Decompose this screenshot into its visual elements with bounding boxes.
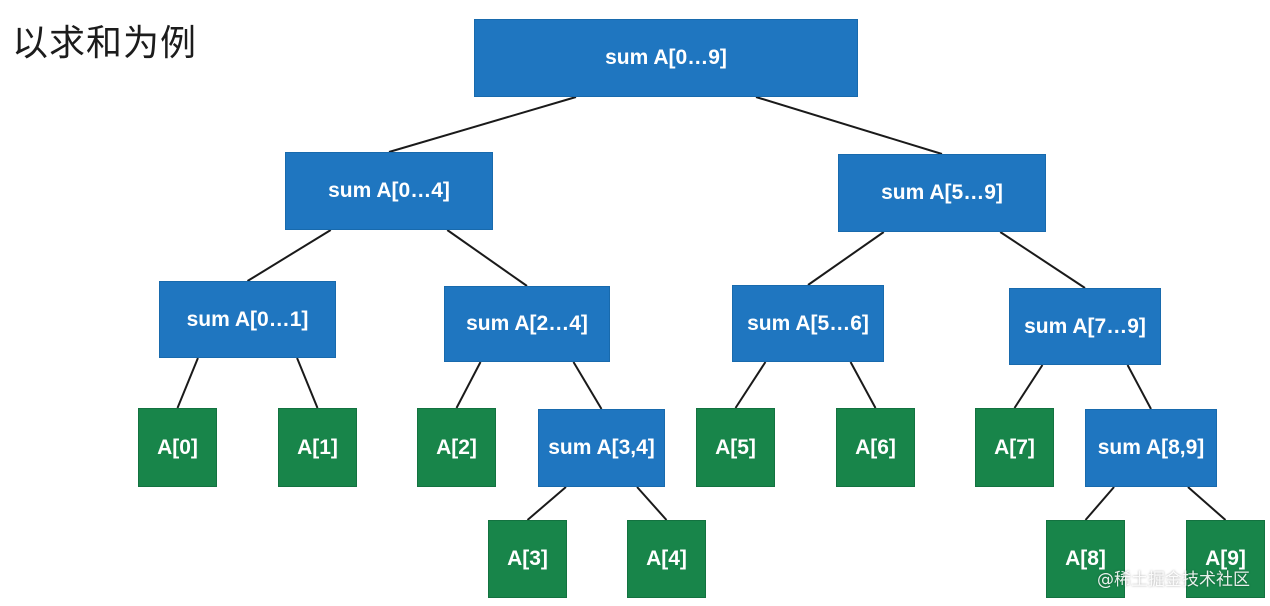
node-sum-7-9: sum A[7…9] <box>1009 288 1161 365</box>
leaf-a3: A[3] <box>488 520 567 598</box>
edge-n56-a6 <box>849 361 877 409</box>
edge-n79-n89 <box>1126 364 1152 410</box>
node-sum-3-4: sum A[3,4] <box>538 409 665 487</box>
edge-root-l04 <box>388 96 577 153</box>
node-sum-5-6: sum A[5…6] <box>732 285 884 362</box>
edge-l04-n24 <box>446 229 528 287</box>
leaf-a6: A[6] <box>836 408 915 487</box>
edge-n01-a0 <box>176 357 199 409</box>
edge-n34-a4 <box>636 486 668 521</box>
leaf-a4: A[4] <box>627 520 706 598</box>
node-sum-0-1: sum A[0…1] <box>159 281 336 358</box>
watermark-text: @稀土掘金技术社区 <box>1097 570 1250 590</box>
node-sum-5-9: sum A[5…9] <box>838 154 1046 232</box>
edge-n89-a8 <box>1084 486 1115 521</box>
edge-n79-a7 <box>1013 364 1044 409</box>
node-sum-8-9: sum A[8,9] <box>1085 409 1217 487</box>
diagram-heading: 以求和为例 <box>12 23 198 64</box>
node-sum-0-9: sum A[0…9] <box>474 19 858 97</box>
edge-r59-n79 <box>999 231 1086 289</box>
edge-r59-n56 <box>807 231 885 286</box>
edge-root-r59 <box>755 96 943 155</box>
leaf-a2: A[2] <box>417 408 496 487</box>
edge-n24-n34 <box>572 361 603 410</box>
edge-n24-a2 <box>455 361 482 409</box>
leaf-a5: A[5] <box>696 408 775 487</box>
edge-n56-a5 <box>734 361 767 409</box>
leaf-a8: A[8] <box>1046 520 1125 598</box>
edge-n34-a3 <box>526 486 567 521</box>
leaf-a9: A[9] <box>1186 520 1265 598</box>
node-sum-2-4: sum A[2…4] <box>444 286 610 362</box>
edge-n01-a1 <box>296 357 319 409</box>
edge-l04-n01 <box>246 229 332 282</box>
leaf-a0: A[0] <box>138 408 217 487</box>
node-sum-0-4: sum A[0…4] <box>285 152 493 230</box>
leaf-a7: A[7] <box>975 408 1054 487</box>
leaf-a1: A[1] <box>278 408 357 487</box>
edge-n89-a9 <box>1187 486 1227 521</box>
